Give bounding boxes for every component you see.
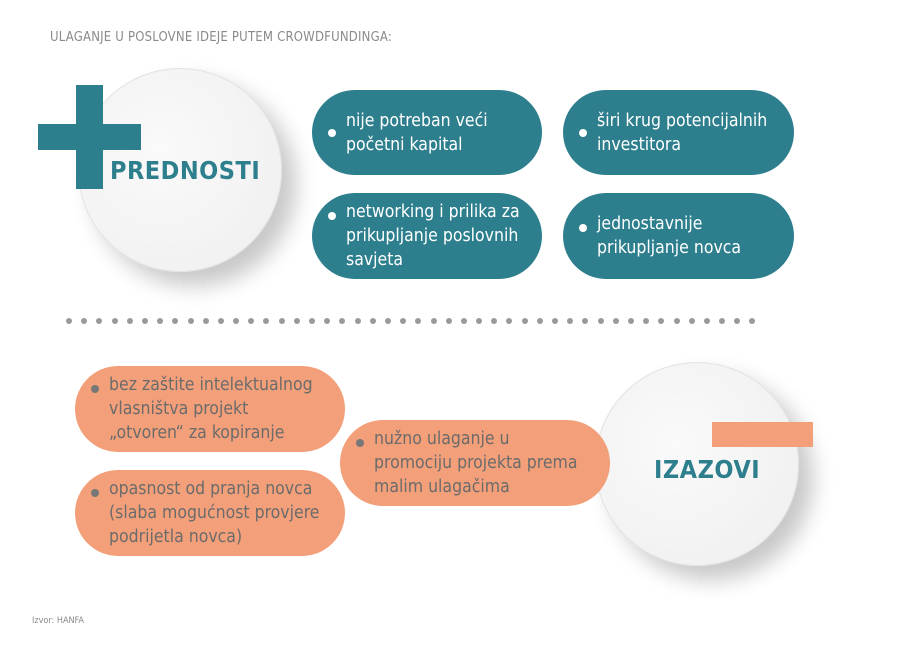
prednosti-circle <box>78 68 282 272</box>
divider-dot <box>552 318 558 324</box>
item-text: jednostavnije prikupljanje novca <box>597 214 742 258</box>
item-text: nužno ulaganje u promociju projekta prem… <box>374 429 578 497</box>
divider-dot <box>415 318 422 324</box>
divider-dot <box>384 318 391 324</box>
izazov-item: opasnost od pranja novca (slaba mogućnos… <box>75 470 345 556</box>
bullet-icon <box>356 439 364 447</box>
divider-dot <box>96 318 103 324</box>
divider-dot <box>719 318 726 324</box>
divider-dot <box>400 318 407 324</box>
divider-dot <box>187 318 194 324</box>
divider-dot <box>506 318 513 324</box>
bullet-icon <box>579 128 587 137</box>
item-text: nije potreban veći početni kapital <box>346 110 488 155</box>
source-note: Izvor: HANFA <box>32 616 84 626</box>
izazov-item: nužno ulaganje u promociju projekta prem… <box>340 420 610 506</box>
bullet-icon <box>91 385 99 393</box>
divider-dot <box>703 318 710 324</box>
divider-dot <box>111 318 118 324</box>
divider-dot <box>749 318 756 324</box>
divider-dot <box>734 318 741 324</box>
item-text: networking i prilika za prikupljanje pos… <box>346 202 520 270</box>
divider-dot <box>688 318 695 324</box>
divider-dot <box>643 318 650 324</box>
divider-dot <box>460 318 467 324</box>
bullet-icon <box>91 489 99 497</box>
prednost-item: networking i prilika za prikupljanje pos… <box>312 193 542 279</box>
plus-icon-horizontal <box>38 124 141 150</box>
bullet-icon <box>328 128 336 137</box>
item-text: širi krug potencijalnih investitora <box>597 110 768 155</box>
divider-dot <box>658 318 665 324</box>
divider-dot <box>354 318 361 324</box>
prednosti-heading: PREDNOSTI <box>110 156 261 185</box>
prednost-item: širi krug potencijalnih investitora <box>563 90 794 175</box>
divider-dot <box>278 318 285 324</box>
divider-dot <box>172 318 179 324</box>
divider-dot <box>369 318 376 324</box>
divider-dot <box>521 318 528 324</box>
divider-dot <box>445 318 452 324</box>
divider-dot <box>202 318 209 324</box>
divider-dot <box>141 318 148 324</box>
divider-dot <box>309 318 315 324</box>
divider-dot <box>324 318 331 324</box>
divider-dot <box>217 318 224 324</box>
divider-dot <box>126 318 133 324</box>
divider-dot <box>582 318 589 324</box>
divider-dot <box>248 318 255 324</box>
prednost-item: nije potreban veći početni kapital <box>312 90 542 175</box>
divider-dot <box>233 318 240 324</box>
divider-dot <box>430 318 437 324</box>
divider-dot <box>263 318 270 324</box>
divider-dot <box>157 318 164 324</box>
divider-dot <box>627 318 634 324</box>
izazov-item: bez zaštite intelektualnog vlasništva pr… <box>75 366 345 452</box>
izazovi-heading: IZAZOVI <box>654 455 761 484</box>
bullet-icon <box>579 224 587 232</box>
minus-icon <box>712 422 813 447</box>
item-text: opasnost od pranja novca (slaba mogućnos… <box>109 479 320 547</box>
divider-dot <box>536 318 543 324</box>
divider-dot <box>81 318 88 324</box>
divider-dot <box>597 318 604 324</box>
item-text: bez zaštite intelektualnog vlasništva pr… <box>109 375 313 443</box>
divider-dot <box>673 318 680 324</box>
divider-dot <box>612 318 619 324</box>
divider-dot <box>66 318 72 324</box>
dotted-divider <box>66 318 756 324</box>
divider-dot <box>293 318 300 324</box>
bullet-icon <box>328 212 336 220</box>
divider-dot <box>491 318 498 324</box>
divider-dot <box>476 318 483 324</box>
divider-dot <box>339 318 346 324</box>
infographic-title: ULAGANJE U POSLOVNE IDEJE PUTEM CROWDFUN… <box>50 30 392 45</box>
divider-dot <box>567 318 574 324</box>
prednost-item: jednostavnije prikupljanje novca <box>563 193 794 279</box>
izazovi-circle <box>595 362 799 566</box>
